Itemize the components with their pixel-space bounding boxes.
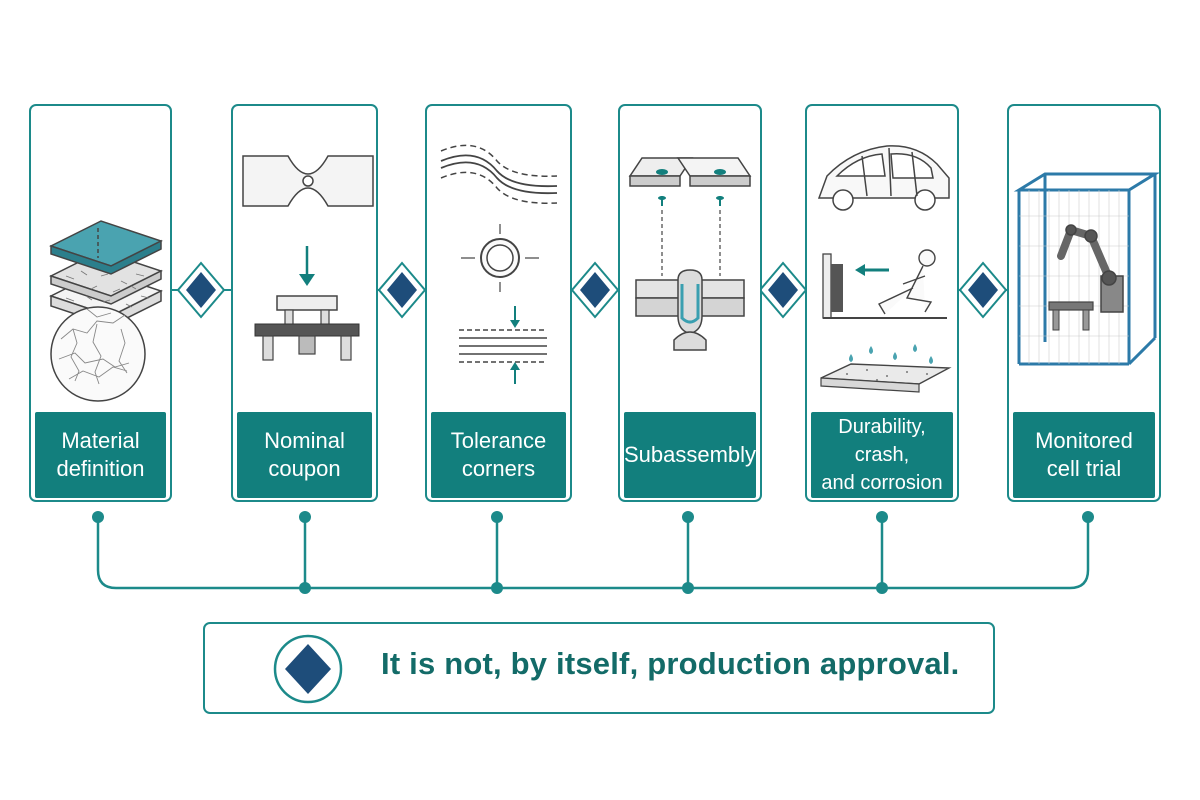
connector-node bbox=[92, 511, 104, 523]
stage-card-subassembly: Subassembly bbox=[618, 104, 762, 502]
disclaimer-box: It is not, by itself, production approva… bbox=[203, 622, 995, 714]
stage-card-durability-crash-corrosion: Durability, crash, and corrosion bbox=[805, 104, 959, 502]
stage-card-material-definition: Material definition bbox=[29, 104, 172, 502]
junction-node bbox=[491, 582, 503, 594]
junction-node bbox=[682, 582, 694, 594]
diamond-icon bbox=[758, 261, 808, 319]
riveted-joint-icon bbox=[628, 157, 752, 351]
stage-label: Tolerance corners bbox=[431, 412, 566, 498]
connector-node bbox=[299, 511, 311, 523]
connector-node bbox=[1082, 511, 1094, 523]
stage-label: Durability, crash, and corrosion bbox=[811, 412, 953, 498]
connector-node bbox=[491, 511, 503, 523]
stage-label: Monitored cell trial bbox=[1013, 412, 1155, 498]
coupon-test-icon bbox=[242, 155, 374, 361]
junction-node bbox=[299, 582, 311, 594]
diamond-icon bbox=[570, 261, 620, 319]
stage-label: Material definition bbox=[35, 412, 166, 498]
stage-card-monitored-cell-trial: Monitored cell trial bbox=[1007, 104, 1161, 502]
material-layers-icon bbox=[49, 220, 163, 402]
connector-node bbox=[876, 511, 888, 523]
tolerance-icon bbox=[440, 144, 558, 384]
durability-crash-corrosion-icon bbox=[817, 145, 952, 393]
stage-label: Nominal coupon bbox=[237, 412, 372, 498]
stage-card-nominal-coupon: Nominal coupon bbox=[231, 104, 378, 502]
stage-label: Subassembly bbox=[624, 412, 756, 498]
stage-card-tolerance-corners: Tolerance corners bbox=[425, 104, 572, 502]
disclaimer-text: It is not, by itself, production approva… bbox=[381, 646, 960, 681]
diamond-icon bbox=[958, 261, 1008, 319]
robot-cell-icon bbox=[1013, 172, 1159, 366]
diamond-icon bbox=[377, 261, 427, 319]
diamond-icon bbox=[273, 634, 343, 704]
stage-connector-diamonds bbox=[171, 261, 1008, 319]
connector-node bbox=[682, 511, 694, 523]
diamond-icon bbox=[171, 261, 231, 319]
junction-node bbox=[876, 582, 888, 594]
